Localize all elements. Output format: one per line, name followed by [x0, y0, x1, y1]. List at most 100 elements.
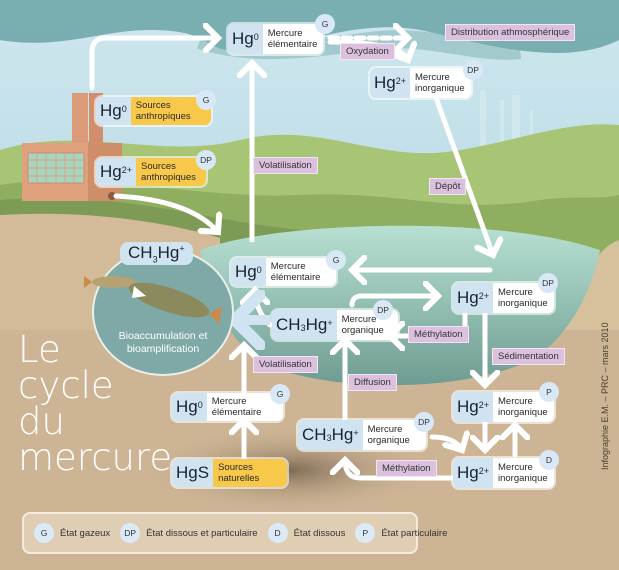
symbol-part: Hg	[157, 243, 180, 262]
process-distribution: Distribution athmosphérique	[445, 24, 576, 41]
label-line: anthropiques	[135, 111, 191, 122]
symbol-main: Hg	[100, 162, 122, 181]
symbol-main: Hg	[457, 463, 479, 482]
state-d-icon: D	[267, 523, 288, 543]
title-line: mercure	[18, 436, 173, 479]
legend-text: État gazeux	[60, 527, 111, 539]
label-line: Mercure	[415, 72, 450, 83]
label-line: anthropiques	[141, 172, 196, 183]
process-methylation-sediment: Méthylation	[376, 460, 437, 477]
bioaccumulation-circle: CH3Hg+ Bioaccumulation et bioamplificati…	[84, 242, 234, 376]
symbol-sup: 0	[197, 400, 203, 410]
label-line: organique	[341, 325, 384, 336]
symbol-main: Hg	[100, 101, 122, 120]
label-line: Mercure	[498, 287, 533, 298]
label-line: Sources	[141, 161, 176, 172]
process-volatilisation-soil: Volatilisation	[253, 356, 318, 373]
symbol-sup: 0	[121, 104, 127, 114]
label-line: inorganique	[498, 473, 548, 484]
symbol-main: Hg	[176, 397, 198, 416]
credit: Infographie E.M. – PRC – mars 2010	[600, 322, 610, 470]
symbol-main: Hg	[235, 262, 257, 281]
process-depot: Dépôt	[429, 178, 467, 195]
symbol-sub: 3	[326, 433, 332, 443]
bioaccumulation-text: Bioaccumulation et bioamplification	[94, 330, 232, 356]
symbol-sup: 0	[256, 265, 262, 275]
state-badge: P	[539, 382, 559, 402]
process-volatilisation-top: Volatilisation	[253, 157, 318, 174]
symbol-sup: 2+	[478, 291, 489, 301]
label-line: inorganique	[498, 407, 548, 418]
title-line: du	[18, 400, 65, 443]
state-p-icon: P	[355, 523, 376, 543]
state-badge: DP	[414, 412, 434, 432]
label-line: Mercure	[498, 462, 533, 473]
state-badge: G	[196, 90, 216, 110]
symbol-sub: 3	[300, 323, 306, 333]
label-line: naturelles	[218, 473, 260, 484]
label-line: Mercure	[341, 314, 377, 325]
symbol-sup: 2+	[478, 400, 489, 410]
label-line: Mercure	[267, 28, 303, 39]
symbol-main: CH	[276, 315, 301, 334]
symbol: HgS	[172, 459, 214, 487]
bioaccumulation-symbol: CH3Hg+	[120, 242, 193, 266]
bio-line: bioamplification	[126, 343, 200, 355]
state-badge: D	[539, 450, 559, 470]
label-line: élémentaire	[270, 272, 321, 283]
symbol-sup: 2+	[478, 466, 489, 476]
label-line: inorganique	[415, 83, 465, 94]
state-badge: G	[315, 14, 335, 34]
label-line: Mercure	[367, 424, 403, 435]
label-line: Mercure	[270, 261, 306, 272]
state-badge: DP	[538, 273, 558, 293]
label-line: organique	[367, 435, 410, 446]
state-badge: G	[326, 250, 346, 270]
process-diffusion: Diffusion	[348, 374, 397, 391]
symbol-main: Hg	[232, 29, 254, 48]
title-line: Le	[18, 328, 61, 371]
process-sedimentation: Sédimentation	[492, 348, 565, 365]
process-methylation-water: Méthylation	[408, 326, 469, 343]
symbol-main: Hg	[305, 315, 328, 334]
symbol-sup: 0	[253, 32, 259, 42]
legend-text: État particulaire	[381, 527, 448, 539]
symbol-main: HgS	[176, 463, 210, 482]
label-line: élémentaire	[211, 407, 262, 418]
fish-icon	[84, 276, 222, 324]
symbol-sup: +	[327, 318, 333, 328]
